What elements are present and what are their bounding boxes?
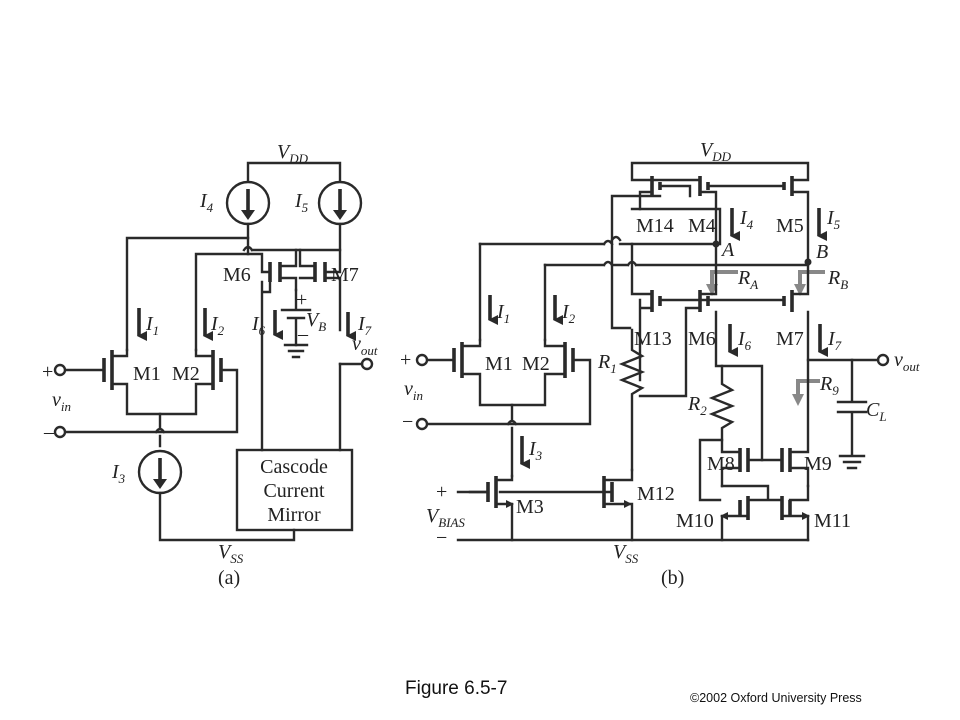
a-current-source-i3 xyxy=(137,449,183,495)
b-vss-label: VSS xyxy=(613,541,639,566)
a-vout-label: vout xyxy=(352,333,378,358)
b-m5-label: M5 xyxy=(776,215,804,237)
a-current-source-i4 xyxy=(225,180,271,226)
b-cl-label: CL xyxy=(866,399,887,424)
circuit-a: VDD I4 I5 M6 M7 + – VB xyxy=(42,141,378,589)
b-m1-label: M1 xyxy=(485,353,513,375)
a-m7-label: M7 xyxy=(331,264,359,286)
a-i6-label: I6 xyxy=(251,313,266,338)
a-m2-label: M2 xyxy=(172,363,200,385)
a-caption: (a) xyxy=(218,567,240,589)
b-m4-label: M4 xyxy=(688,215,716,237)
block-line-2: Current xyxy=(263,480,325,502)
b-caption: (b) xyxy=(661,567,684,589)
block-line-1: Cascode xyxy=(260,456,328,478)
b-m6-label: M6 xyxy=(688,328,716,350)
b-node-a: A xyxy=(720,239,735,261)
b-i1-label: I1 xyxy=(496,301,510,326)
a-vdd-label: VDD xyxy=(277,141,309,166)
b-m7-label: M7 xyxy=(776,328,804,350)
b-m3-label: M3 xyxy=(516,496,544,518)
figure-caption: Figure 6.5-7 xyxy=(405,678,508,699)
b-m11-label: M11 xyxy=(814,510,851,532)
a-i7-label: I7 xyxy=(357,313,372,338)
b-m2-label: M2 xyxy=(522,353,550,375)
a-i2-label: I2 xyxy=(210,313,225,338)
b-ra-label: RA xyxy=(737,267,758,292)
b-i7-label: I7 xyxy=(827,328,842,353)
b-r9-label: R9 xyxy=(819,373,839,398)
a-current-source-i5 xyxy=(317,180,363,226)
a-i5-label: I5 xyxy=(294,190,309,215)
a-vin-label: vin xyxy=(52,389,71,414)
b-r2-label: R2 xyxy=(687,393,707,418)
a-vb-label: VB xyxy=(306,309,326,334)
a-m6-label: M6 xyxy=(223,264,251,286)
a-i1-label: I1 xyxy=(145,313,159,338)
b-vbias-plus: + xyxy=(436,481,447,503)
circuit-b: VDD M14 M4 M5 I4 I5 A B RA RB xyxy=(400,139,920,589)
b-vbias-label: VBIAS xyxy=(426,505,465,530)
b-i6-label: I6 xyxy=(737,328,752,353)
b-i5-label: I5 xyxy=(826,207,841,232)
b-vin-plus: + xyxy=(400,349,411,371)
copyright-notice: ©2002 Oxford University Press xyxy=(690,691,862,705)
b-node-b: B xyxy=(816,241,828,263)
b-m14-label: M14 xyxy=(636,215,674,237)
a-vss-label: VSS xyxy=(218,541,244,566)
b-vout-label: vout xyxy=(894,349,920,374)
b-vdd-label: VDD xyxy=(700,139,732,164)
a-vb-plus: + xyxy=(296,289,307,311)
block-line-3: Mirror xyxy=(267,504,321,526)
b-m8-label: M8 xyxy=(707,453,735,475)
a-vin-minus: – xyxy=(43,421,55,443)
b-i4-label: I4 xyxy=(739,207,754,232)
b-i2-label: I2 xyxy=(561,301,576,326)
b-m12-label: M12 xyxy=(637,483,675,505)
a-vb-minus: – xyxy=(297,323,309,345)
a-vin-plus: + xyxy=(42,361,53,383)
b-rb-label: RB xyxy=(827,267,848,292)
b-r1-label: R1 xyxy=(597,351,617,376)
b-m10-label: M10 xyxy=(676,510,714,532)
b-m13-label: M13 xyxy=(634,328,672,350)
b-vin-minus: − xyxy=(402,411,413,433)
a-m1-label: M1 xyxy=(133,363,161,385)
b-i3-label: I3 xyxy=(528,438,543,463)
b-vin-label: vin xyxy=(404,378,423,403)
a-i4-label: I4 xyxy=(199,190,214,215)
a-i3-label: I3 xyxy=(111,461,126,486)
b-m9-label: M9 xyxy=(804,453,832,475)
b-vbias-minus: − xyxy=(436,527,447,549)
